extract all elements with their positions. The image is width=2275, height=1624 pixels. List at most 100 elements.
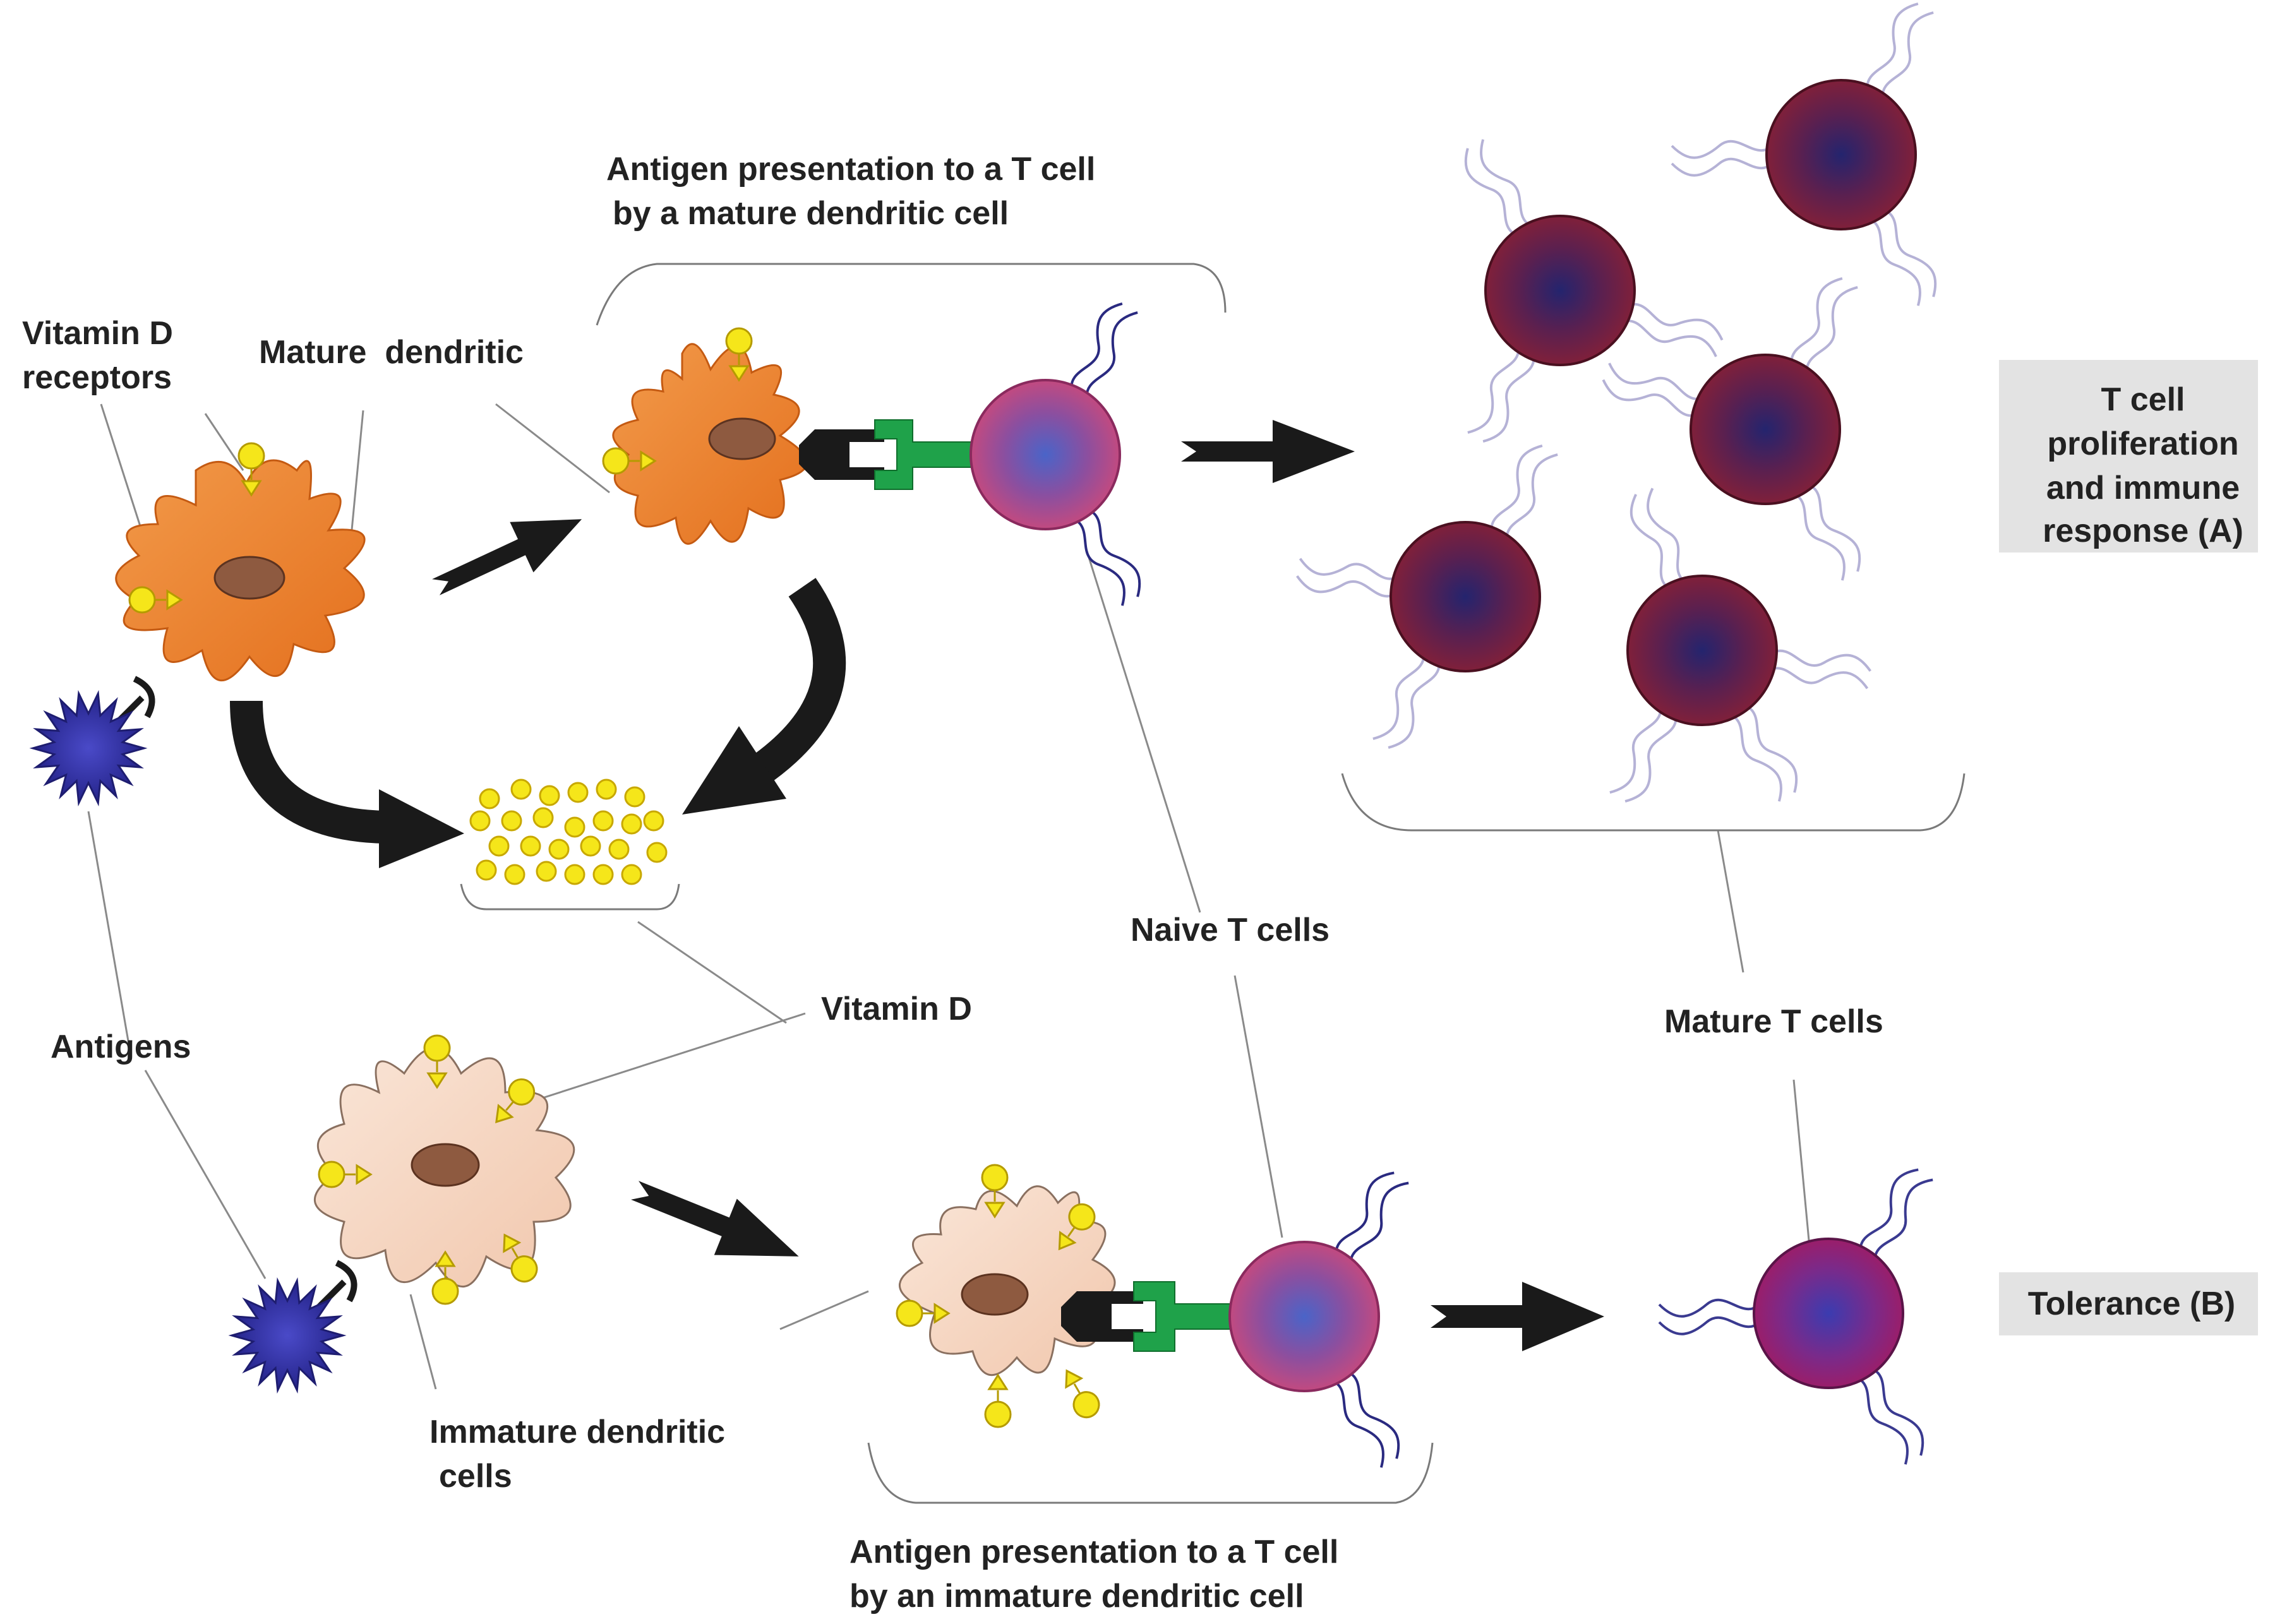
label-mature-dendritic: Mature dendritic <box>259 334 524 371</box>
antigens <box>29 676 357 1394</box>
cell-body <box>969 379 1121 530</box>
vitamin-d-molecule <box>469 810 491 832</box>
cell-body <box>1765 79 1917 230</box>
outcome-a-line4: response (A) <box>2043 513 2243 549</box>
vitamin-d-molecule <box>564 864 585 885</box>
mhc-molecule <box>1061 1291 1143 1342</box>
outcome-box-a <box>1999 360 2258 552</box>
tolerant-t-cell <box>1658 1168 1933 1465</box>
vitamin-d-molecule <box>564 816 585 838</box>
vitamin-d-receptor <box>725 327 753 382</box>
group-brackets <box>460 263 1966 1504</box>
vitamin-d-molecule <box>488 835 510 857</box>
label-immature-dendritic-2: cells <box>439 1458 512 1495</box>
leader-lines <box>87 403 1811 1390</box>
naive-t-cell <box>1228 1171 1409 1468</box>
vitamin-d-molecule <box>567 782 589 803</box>
vitamin-d-receptor <box>237 442 265 497</box>
naive-t-cell <box>969 302 1141 606</box>
vitamin-d-receptor <box>423 1034 451 1089</box>
label-vitamin-d-receptors-2: receptors <box>22 359 172 396</box>
vitamin-d-molecule <box>548 839 570 860</box>
tcr-molecule <box>1133 1281 1239 1352</box>
vitamin-d-molecule <box>608 839 630 860</box>
vitamin-d-molecule <box>621 813 642 835</box>
antigen <box>228 1260 357 1394</box>
curved-arrow-left <box>230 700 386 844</box>
arrow-immature-to-presentation <box>631 1181 799 1257</box>
mature-t-cell <box>1609 487 1871 803</box>
nucleus <box>708 417 776 460</box>
mhc-molecule <box>799 429 884 480</box>
mature-t-cell <box>1602 277 1861 581</box>
vitamin-d-receptor <box>128 586 183 614</box>
label-vitamin-d-receptors-1: Vitamin D <box>22 315 173 352</box>
arrow-to-proliferation <box>1181 420 1355 483</box>
label-naive-t-cells: Naive T cells <box>1131 912 1330 948</box>
outcome-a-line3: and immune <box>2046 470 2240 506</box>
nucleus <box>213 556 285 600</box>
vitamin-d-molecule <box>592 810 614 832</box>
label-immature-dendritic-1: Immature dendritic <box>429 1414 725 1450</box>
cell-body <box>1484 215 1636 366</box>
vitamin-d-molecule <box>643 810 664 832</box>
mature-t-cell <box>1296 444 1558 749</box>
vitamin-d-receptor <box>503 1233 538 1283</box>
vitamin-d-receptor <box>602 447 657 475</box>
cell-body <box>1690 354 1841 505</box>
vitamin-d-molecule <box>501 810 522 832</box>
vitamin-d-pool <box>469 779 668 885</box>
label-presentation-immature-1: Antigen presentation to a T cell <box>849 1534 1338 1570</box>
mature-t-cell <box>1671 2 1937 306</box>
curved-arrow-right <box>754 578 846 780</box>
bracket-mature-presentation <box>596 263 1227 326</box>
immature-dendritic-cell <box>314 1047 575 1288</box>
vitamin-d-receptor <box>318 1161 373 1188</box>
vitamin-d-molecule <box>539 785 560 806</box>
vitamin-d-molecule <box>580 835 601 857</box>
vitamin-d-molecule <box>536 861 557 882</box>
mature-t-cell <box>1464 139 1724 443</box>
vitamin-d-receptor <box>896 1299 951 1327</box>
vitamin-d-receptor <box>495 1078 536 1123</box>
label-presentation-immature-2: by an immature dendritic cell <box>849 1578 1304 1615</box>
bracket-mature-t-cells <box>1341 773 1966 832</box>
process-arrows <box>230 420 1604 1351</box>
vitamin-d-molecule <box>621 864 642 885</box>
cell-body <box>1626 575 1778 726</box>
bracket-vitamin-d <box>460 883 680 911</box>
vitamin-d-molecule <box>476 859 497 881</box>
nucleus <box>411 1143 480 1187</box>
vitamin-d-molecule <box>646 842 668 863</box>
vitamin-d-molecule <box>624 786 645 808</box>
outcome-a-line1: T cell <box>2101 381 2185 418</box>
vitamin-d-molecule <box>510 779 532 800</box>
vitamin-d-receptors <box>128 327 1100 1428</box>
vitamin-d-receptor <box>431 1250 459 1305</box>
label-mature-t-cells: Mature T cells <box>1664 1003 1883 1040</box>
curved-arrow-right-head <box>682 726 786 815</box>
label-presentation-mature-1: Antigen presentation to a T cell <box>606 151 1095 188</box>
cell-body <box>1228 1241 1380 1392</box>
bracket-immature-presentation <box>867 1442 1434 1504</box>
antigen <box>29 676 155 807</box>
mature-dendritic-cell <box>115 459 366 682</box>
outcome-box-b <box>1999 1272 2258 1335</box>
vitamin-d-molecule <box>596 779 617 800</box>
vitamin-d-molecule <box>592 864 614 885</box>
outcome-a-line2: proliferation <box>2047 426 2238 462</box>
vitamin-d-molecule <box>504 864 525 885</box>
vitamin-d-receptor <box>1058 1203 1096 1251</box>
label-vitamin-d: Vitamin D <box>821 991 972 1027</box>
label-antigens: Antigens <box>51 1029 191 1065</box>
cell-body <box>1390 521 1541 672</box>
t-cells <box>969 2 1937 1468</box>
arrow-mature-to-presentation <box>432 519 582 595</box>
mature-dendritic-cell-presenting <box>612 343 983 545</box>
tcr-molecule <box>874 419 983 490</box>
vitamin-d-molecule <box>532 807 554 828</box>
label-presentation-mature-2: by a mature dendritic cell <box>613 195 1009 232</box>
vitamin-d-receptor <box>1065 1369 1100 1419</box>
arrow-to-tolerance <box>1431 1282 1604 1351</box>
